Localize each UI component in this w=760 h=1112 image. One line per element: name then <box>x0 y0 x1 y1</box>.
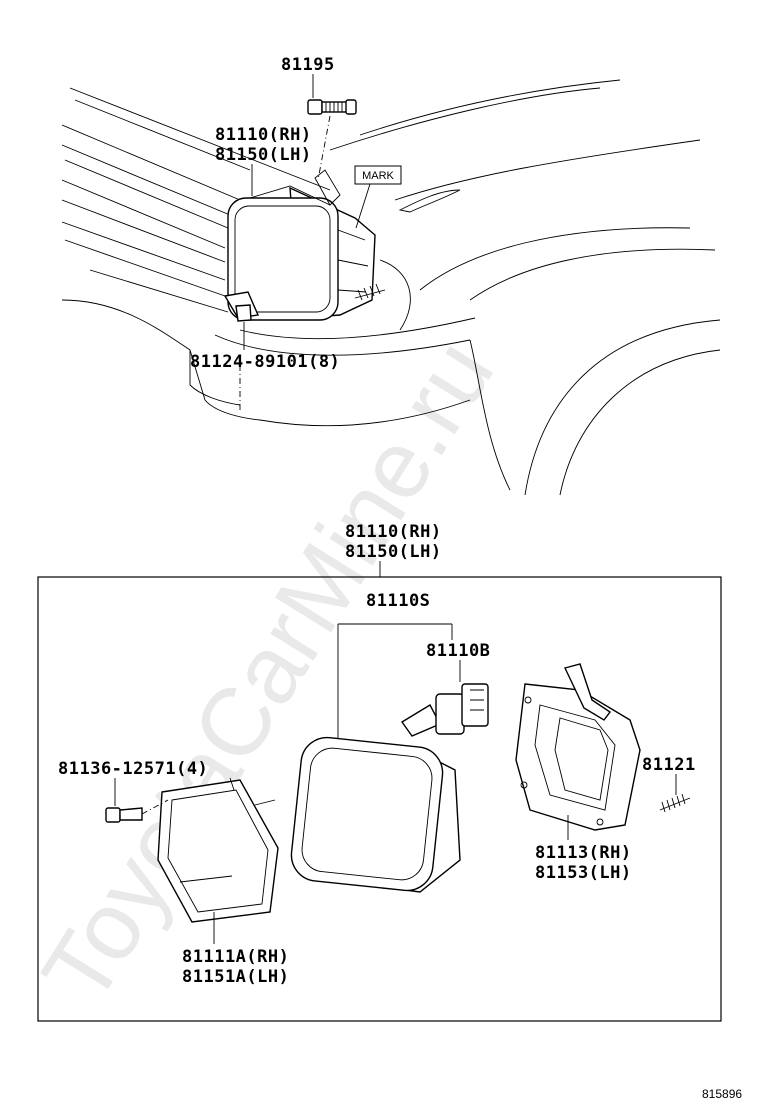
mark-callout: MARK <box>354 165 402 229</box>
watermark-text: ToyotaCarMine.ru <box>22 322 514 1021</box>
bulb-81110B-part <box>400 683 489 737</box>
label-lamp-lh-top: 81150(LH) <box>215 145 312 165</box>
mark-label: MARK <box>362 170 394 182</box>
clip-81124-part <box>223 291 260 322</box>
diagram-reference-number: 815896 <box>702 1087 742 1101</box>
sealed-beam-81110S-part <box>290 736 461 893</box>
label-lamp-rh-top: 81110(RH) <box>215 125 312 145</box>
label-housing-lh: 81153(LH) <box>535 863 632 883</box>
headlamp-installed-part <box>227 169 386 321</box>
label-bolt-81195: 81195 <box>281 55 335 75</box>
label-rim-lh: 81151A(LH) <box>182 967 289 987</box>
label-rim-rh: 81111A(RH) <box>182 947 289 967</box>
label-assembly-lh: 81150(LH) <box>345 542 442 562</box>
label-housing-rh: 81113(RH) <box>535 843 632 863</box>
spring-81121-part <box>659 793 691 813</box>
label-clip: 81124-89101(8) <box>190 352 340 372</box>
rim-81111A-part <box>157 777 279 923</box>
bolt-81195-part <box>307 99 357 115</box>
label-bulb: 81110B <box>426 641 490 661</box>
label-sealed-beam: 81110S <box>366 591 430 611</box>
label-screw: 81136-12571(4) <box>58 759 208 779</box>
housing-81113-part <box>515 663 641 831</box>
vehicle-front-drawing <box>61 79 721 496</box>
screw-81136-part <box>105 807 143 823</box>
exploded-view-frame <box>37 576 722 1022</box>
label-spring: 81121 <box>642 755 696 775</box>
label-assembly-rh: 81110(RH) <box>345 522 442 542</box>
